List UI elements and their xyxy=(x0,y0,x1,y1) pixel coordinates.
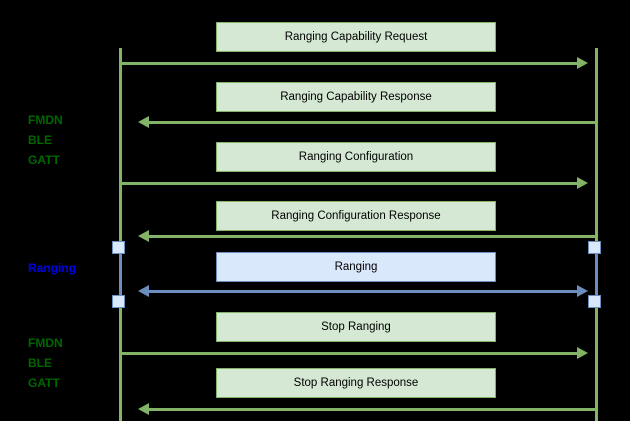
lifeline-right-upper xyxy=(595,48,598,242)
arrow-head-stop-ranging-response xyxy=(138,403,149,415)
arrow-line-ranging-capability-request xyxy=(122,62,577,65)
arrow-head-stop-ranging xyxy=(577,347,588,359)
activation-node-right-start xyxy=(588,241,601,254)
activation-node-left-end xyxy=(112,295,125,308)
lifeline-left-activation xyxy=(119,248,122,296)
message-box-ranging-configuration-response: Ranging Configuration Response xyxy=(216,201,496,231)
activation-node-right-end xyxy=(588,295,601,308)
arrow-line-stop-ranging-response xyxy=(149,408,595,411)
lifeline-left-upper xyxy=(119,48,122,242)
message-box-ranging-configuration: Ranging Configuration xyxy=(216,142,496,172)
lifeline-left-lower xyxy=(119,302,122,421)
message-box-stop-ranging: Stop Ranging xyxy=(216,312,496,342)
arrow-line-ranging xyxy=(149,290,577,293)
lifeline-right-activation xyxy=(595,248,598,296)
arrow-head-ranging-right xyxy=(577,285,588,297)
arrow-line-ranging-configuration xyxy=(122,182,577,185)
arrow-head-ranging-left xyxy=(138,285,149,297)
arrow-head-ranging-configuration-response xyxy=(138,230,149,242)
phase-label-ranging: Ranging xyxy=(28,261,76,275)
phase-label-fmdn-ble-gatt-top: FMDN BLE GATT xyxy=(28,113,63,167)
message-box-ranging: Ranging xyxy=(216,252,496,282)
arrow-head-ranging-capability-request xyxy=(577,57,588,69)
arrow-line-stop-ranging xyxy=(122,352,577,355)
message-box-ranging-capability-request: Ranging Capability Request xyxy=(216,22,496,52)
lifeline-right-lower xyxy=(595,302,598,421)
arrow-head-ranging-capability-response xyxy=(138,116,149,128)
message-box-ranging-capability-response: Ranging Capability Response xyxy=(216,82,496,112)
arrow-line-ranging-capability-response xyxy=(149,121,595,124)
arrow-line-ranging-configuration-response xyxy=(149,235,595,238)
arrow-head-ranging-configuration xyxy=(577,177,588,189)
phase-label-fmdn-ble-gatt-bottom: FMDN BLE GATT xyxy=(28,336,63,390)
activation-node-left-start xyxy=(112,241,125,254)
message-box-stop-ranging-response: Stop Ranging Response xyxy=(216,368,496,398)
